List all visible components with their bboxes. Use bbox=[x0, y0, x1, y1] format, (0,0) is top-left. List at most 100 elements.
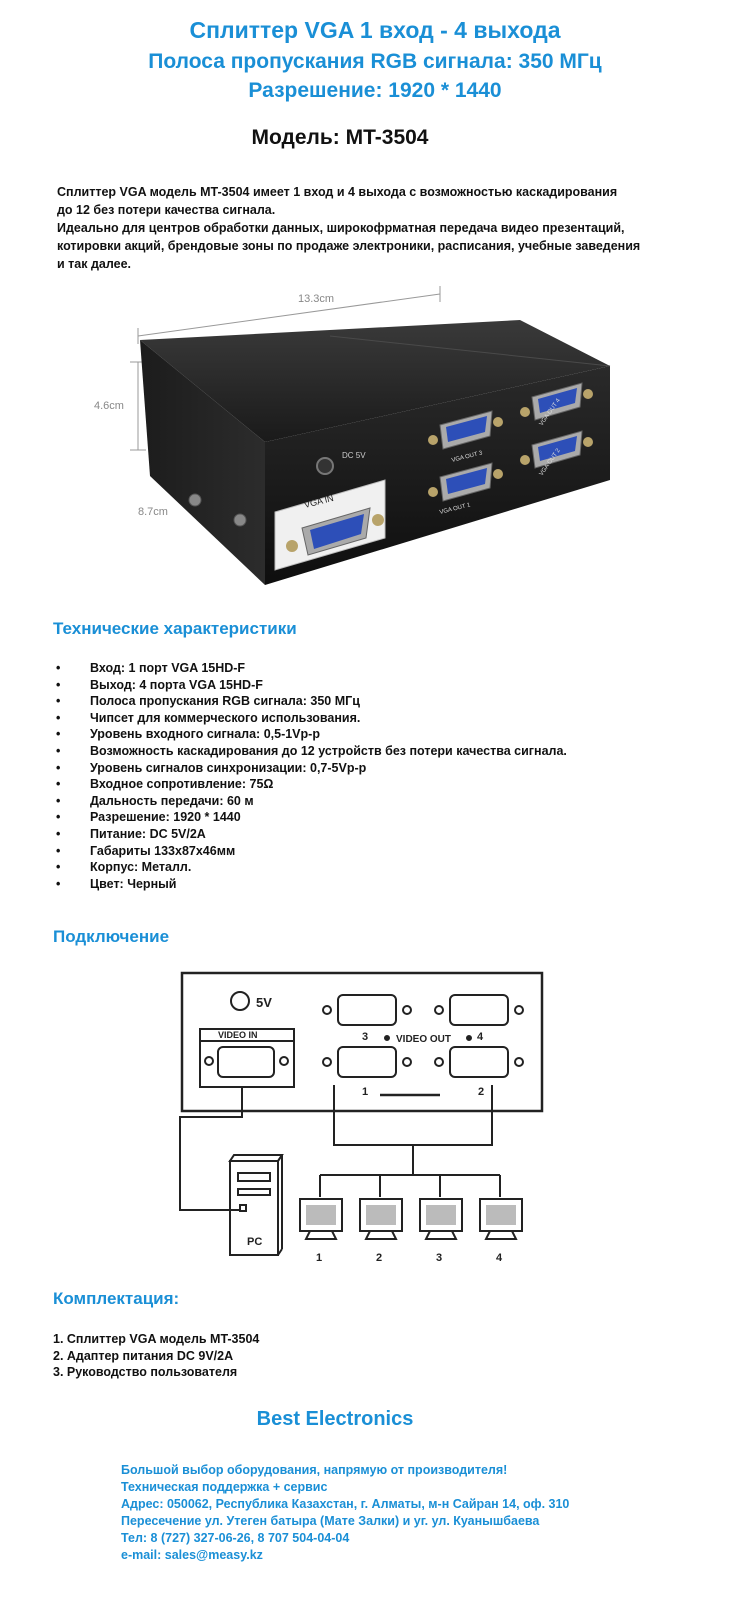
spec-text: Полоса пропускания RGB сигнала: 350 МГц bbox=[90, 694, 360, 709]
spec-text: Возможность каскадирования до 12 устройс… bbox=[90, 743, 567, 758]
contact-line: Техническая поддержка + сервис bbox=[121, 1480, 328, 1494]
intro-line: котировки акций, брендовые зоны по прода… bbox=[57, 239, 641, 253]
specs-list: • Вход: 1 порт VGA 15HD-F • Выход: 4 порта… bbox=[56, 660, 567, 892]
bullet: • bbox=[56, 826, 61, 841]
port-number-1: 1 bbox=[362, 1086, 368, 1098]
list-item: • Вход: 1 порт VGA 15HD-F bbox=[56, 660, 567, 677]
video-out-2-port bbox=[449, 1046, 509, 1078]
product-photo: 13.3cm 4.6cm 8.7cm DC 5V VGA IN VGA OUT … bbox=[94, 286, 611, 585]
list-item: • Цвет: Черный bbox=[56, 876, 567, 893]
contact-line: Адрес: 050062, Республика Казахстан, г. … bbox=[121, 1497, 570, 1511]
bullet: • bbox=[56, 661, 61, 675]
spec-text: Уровень сигналов синхронизации: 0,7-5Vp-… bbox=[90, 760, 367, 775]
list-item: • Возможность каскадирования до 12 устрой… bbox=[56, 743, 567, 760]
list-item: • Питание: DC 5V/2A bbox=[56, 826, 567, 843]
spec-text: Дальность передачи: 60 м bbox=[90, 793, 254, 808]
spec-text: Входное сопротивление: 75Ω bbox=[90, 777, 274, 792]
monitor-2 bbox=[359, 1198, 403, 1240]
connection-diagram: 5V VIDEO IN VIDEO OUT 3 4 1 2 PC 1 2 3 4 bbox=[179, 971, 544, 1264]
splitter-box bbox=[180, 971, 544, 1113]
list-item: • Уровень входного сигнала: 0,5-1Vp-p bbox=[56, 726, 567, 743]
monitor-number-2: 2 bbox=[376, 1252, 382, 1264]
contact-block: Большой выбор оборудования, напрямую от … bbox=[121, 1462, 569, 1564]
monitor-4 bbox=[479, 1198, 523, 1240]
page-title: Сплиттер VGA 1 вход - 4 выхода bbox=[189, 17, 561, 43]
video-out-label: VIDEO OUT bbox=[396, 1034, 451, 1045]
list-item: • Входное сопротивление: 75Ω bbox=[56, 776, 567, 793]
bullet: • bbox=[56, 876, 61, 891]
spec-text: Вход: 1 порт VGA 15HD-F bbox=[90, 661, 246, 675]
vga-out-1-port bbox=[428, 462, 503, 502]
video-in-frame bbox=[199, 1028, 295, 1088]
dimension-width-label: 13.3cm bbox=[298, 293, 334, 305]
dimension-height-label: 4.6cm bbox=[94, 400, 124, 412]
intro-paragraph: Сплиттер VGA модель MT-3504 имеет 1 вход… bbox=[57, 183, 737, 273]
vga-in-port bbox=[286, 507, 384, 556]
list-item: • Разрешение: 1920 * 1440 bbox=[56, 809, 567, 826]
port-number-2: 2 bbox=[478, 1086, 484, 1098]
monitor-number-4: 4 bbox=[496, 1252, 503, 1264]
spec-text: Цвет: Черный bbox=[90, 876, 177, 891]
bullet: • bbox=[56, 743, 61, 758]
intro-line: Сплиттер VGA модель MT-3504 имеет 1 вход… bbox=[57, 185, 618, 199]
monitor-3 bbox=[419, 1198, 463, 1240]
brand-name: Best Electronics bbox=[256, 1408, 414, 1430]
video-out-1-port bbox=[337, 1046, 397, 1078]
spec-text: Корпус: Металл. bbox=[90, 860, 192, 875]
bullet: • bbox=[56, 810, 61, 825]
resolution-heading: Разрешение: 1920 * 1440 bbox=[248, 79, 502, 102]
spec-text: Габариты 133x87x46мм bbox=[90, 843, 236, 858]
spec-text: Чипсет для коммерческого использования. bbox=[90, 710, 361, 725]
port-number-4: 4 bbox=[477, 1031, 484, 1043]
list-item: • Выход: 4 порта VGA 15HD-F bbox=[56, 677, 567, 694]
device-side bbox=[140, 340, 265, 585]
list-item: •Корпус: Металл. bbox=[56, 859, 567, 876]
intro-line: и так далее. bbox=[57, 257, 131, 271]
list-item: • Габариты 133x87x46мм bbox=[56, 843, 567, 860]
list-item: •Полоса пропускания RGB сигнала: 350 МГц bbox=[56, 693, 567, 710]
video-in-port bbox=[217, 1046, 275, 1078]
list-item: 3. Руководство пользователя bbox=[53, 1365, 238, 1380]
bullet: • bbox=[56, 727, 61, 742]
connection-title: Подключение bbox=[53, 927, 170, 946]
intro-line: до 12 без потери качества сигнала. bbox=[57, 203, 276, 217]
bullet: • bbox=[56, 777, 61, 792]
power-label: 5V bbox=[256, 995, 272, 1010]
port-number-3: 3 bbox=[362, 1031, 368, 1043]
intro-line: Идеально для центров обработки данных, ш… bbox=[57, 221, 625, 235]
dimension-depth-label: 8.7cm bbox=[138, 506, 168, 518]
vga-out-4-port bbox=[520, 382, 593, 421]
pc-tower bbox=[228, 1154, 284, 1256]
package-list: 1. Сплиттер VGA модель MT-3504 2. Адапте… bbox=[53, 1331, 259, 1381]
bandwidth-heading: Полоса пропускания RGB сигнала: 350 МГц bbox=[148, 50, 602, 73]
spec-text: Разрешение: 1920 * 1440 bbox=[90, 810, 241, 825]
bullet: • bbox=[56, 793, 61, 808]
video-out-4-port bbox=[449, 994, 509, 1026]
pc-label: PC bbox=[247, 1236, 262, 1248]
vga-out-2-port bbox=[520, 430, 593, 469]
spec-text: Выход: 4 порта VGA 15HD-F bbox=[90, 677, 263, 692]
specs-title: Технические характеристики bbox=[53, 619, 297, 638]
model-heading: Модель: MT-3504 bbox=[251, 126, 429, 149]
vga-out-3-port bbox=[428, 410, 503, 450]
monitor-number-3: 3 bbox=[436, 1252, 442, 1264]
list-item: • Уровень сигналов синхронизации: 0,7-5Vp… bbox=[56, 760, 567, 777]
list-item: • Чипсет для коммерческого использования. bbox=[56, 710, 567, 727]
bullet: • bbox=[56, 710, 61, 725]
power-jack bbox=[230, 991, 250, 1011]
dc-label: DC 5V bbox=[342, 451, 366, 460]
device-top bbox=[140, 320, 610, 442]
video-in-label: VIDEO IN bbox=[218, 1030, 258, 1040]
contact-email[interactable]: e-mail: sales@measy.kz bbox=[121, 1548, 263, 1562]
monitor-1 bbox=[299, 1198, 343, 1240]
spec-text: Уровень входного сигнала: 0,5-1Vp-p bbox=[90, 727, 320, 742]
contact-line: Большой выбор оборудования, напрямую от … bbox=[121, 1463, 508, 1477]
package-title: Комплектация: bbox=[53, 1289, 180, 1308]
dc-jack bbox=[316, 457, 334, 475]
bullet: • bbox=[56, 843, 61, 858]
monitor-number-1: 1 bbox=[316, 1252, 322, 1264]
list-item: • Дальность передачи: 60 м bbox=[56, 793, 567, 810]
bullet: • bbox=[56, 760, 61, 775]
bullet: • bbox=[56, 677, 61, 692]
spec-text: Питание: DC 5V/2A bbox=[90, 826, 206, 841]
